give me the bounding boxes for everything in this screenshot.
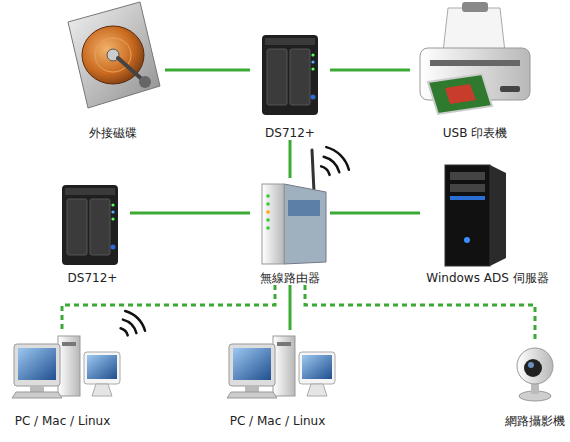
network-link xyxy=(165,69,250,72)
device-node: 無線路由器 xyxy=(250,178,330,285)
network-link xyxy=(130,212,250,215)
device-label: 無線路由器 xyxy=(260,271,320,285)
nas-icon xyxy=(262,35,318,115)
device-label: PC / Mac / Linux xyxy=(15,414,111,428)
nas-icon xyxy=(62,185,118,265)
device-node: PC / Mac / Linux xyxy=(5,330,120,428)
device-node: PC / Mac / Linux xyxy=(220,330,335,428)
network-link xyxy=(330,69,410,72)
device-label: 外接磁碟 xyxy=(89,126,137,140)
device-label: 網路攝影機 xyxy=(505,414,565,428)
pc-icon xyxy=(227,336,335,398)
network-link xyxy=(330,212,420,215)
device-node: Windows ADS 伺服器 xyxy=(420,155,555,285)
device-node: DS712+ xyxy=(55,180,130,285)
router-icon xyxy=(262,150,326,264)
network-link xyxy=(305,285,535,340)
pc-icon xyxy=(12,336,120,398)
camera-icon xyxy=(517,348,553,401)
printer-icon xyxy=(420,2,530,114)
device-label: USB 印表機 xyxy=(443,126,507,140)
device-label: Windows ADS 伺服器 xyxy=(426,271,548,285)
wifi-waves xyxy=(321,147,349,175)
network-link xyxy=(289,285,292,330)
server-icon xyxy=(445,165,506,266)
device-node: USB 印表機 xyxy=(410,0,540,140)
wifi-waves xyxy=(121,311,145,335)
hard-disk-icon xyxy=(68,2,160,108)
device-label: DS712+ xyxy=(68,271,118,285)
network-link xyxy=(62,285,275,330)
device-label: DS712+ xyxy=(265,126,315,140)
device-label: PC / Mac / Linux xyxy=(230,414,326,428)
device-node: 外接磁碟 xyxy=(60,0,165,140)
device-node: DS712+ xyxy=(250,30,330,140)
device-node: 網路攝影機 xyxy=(500,340,570,428)
network-link xyxy=(289,140,292,178)
